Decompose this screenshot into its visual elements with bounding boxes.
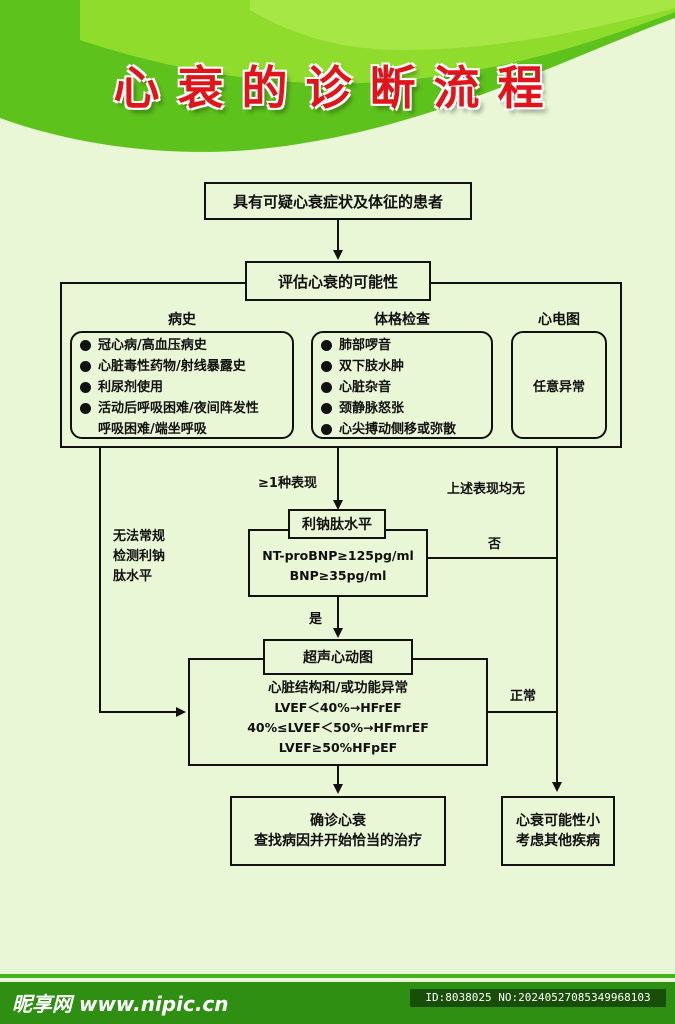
label-one-sign: ≥1种表现 [258, 476, 317, 491]
footer-band [0, 982, 675, 1024]
list-item: 利尿剂使用 [76, 377, 292, 398]
label-normal: 正常 [510, 689, 537, 704]
bullet-icon [80, 340, 91, 351]
footer-stripe [0, 974, 675, 978]
bnp-title: 利钠肽水平 [302, 517, 372, 533]
list-item: 肺部啰音 [317, 335, 491, 356]
echo-title-box: 超声心动图 [263, 639, 413, 675]
list-item: 双下肢水肿 [317, 356, 491, 377]
watermark-logo: 昵享网 www.nipic.cn [12, 992, 229, 1016]
list-item: 冠心病/高血压病史 [76, 335, 292, 356]
page-title: 心衰的诊断流程 [113, 61, 562, 115]
bullet-icon [80, 361, 91, 372]
history-heading: 病史 [168, 312, 196, 328]
bnp-line-2: BNP≥35pg/ml [289, 568, 387, 583]
unlikely-line-1: 心衰可能性小 [516, 813, 600, 829]
bnp-box: NT-proBNP≥125pg/ml BNP≥35pg/ml [248, 529, 428, 597]
history-list: 冠心病/高血压病史 心脏毒性药物/射线暴露史 利尿剂使用 活动后呼吸困难/夜间阵… [76, 335, 292, 419]
confirm-line-2: 查找病因并开始恰当的治疗 [254, 833, 422, 849]
echo-line-2: LVEF＜40%→HFrEF [274, 700, 402, 715]
label-all-none: 上述表现均无 [447, 482, 526, 497]
bnp-title-box: 利钠肽水平 [288, 509, 386, 539]
list-item: 颈静脉怒张 [317, 398, 491, 419]
echo-title: 超声心动图 [303, 650, 373, 666]
history-box: 冠心病/高血压病史 心脏毒性药物/射线暴露史 利尿剂使用 活动后呼吸困难/夜间阵… [70, 331, 294, 439]
ecg-heading: 心电图 [538, 312, 580, 328]
list-item: 心脏毒性药物/射线暴露史 [76, 356, 292, 377]
list-item: 心尖搏动侧移或弥散 [317, 419, 491, 440]
label-yes: 是 [309, 612, 323, 627]
assess-box: 评估心衰的可能性 [245, 261, 431, 301]
confirm-line-1: 确诊心衰 [310, 813, 366, 829]
assess-box-text: 评估心衰的可能性 [277, 272, 398, 291]
watermark-id: ID:8038025 NO:20240527085349968103 [410, 989, 666, 1007]
echo-line-4: LVEF≥50%HFpEF [278, 740, 398, 755]
ecg-text: 任意异常 [532, 379, 585, 395]
list-item: 活动后呼吸困难/夜间阵发性 [76, 398, 292, 419]
start-box-text: 具有可疑心衰症状及体征的患者 [232, 192, 443, 211]
bullet-icon [321, 382, 332, 393]
unlikely-line-2: 考虑其他疾病 [516, 833, 600, 849]
echo-line-3: 40%≤LVEF＜50%→HFmrEF [247, 720, 429, 735]
label-no-bnp: 无法常规 检测利钠 肽水平 [113, 529, 166, 584]
bullet-icon [80, 403, 91, 414]
echo-line-1: 心脏结构和/或功能异常 [268, 680, 408, 696]
label-no: 否 [488, 537, 502, 552]
bullet-icon [321, 424, 332, 435]
echo-box: 心脏结构和/或功能异常 LVEF＜40%→HFrEF 40%≤LVEF＜50%→… [188, 658, 488, 766]
ecg-box: 任意异常 [511, 331, 607, 439]
exam-heading: 体格检查 [374, 312, 430, 328]
exam-list: 肺部啰音 双下肢水肿 心脏杂音 颈静脉怒张 心尖搏动侧移或弥散 [317, 335, 491, 440]
bullet-icon [321, 403, 332, 414]
confirm-box: 确诊心衰 查找病因并开始恰当的治疗 [230, 796, 446, 866]
start-box: 具有可疑心衰症状及体征的患者 [204, 182, 472, 220]
arrow-no-bnp-to-echo [99, 447, 186, 717]
bullet-icon [321, 361, 332, 372]
list-item: 心脏杂音 [317, 377, 491, 398]
bullet-icon [80, 382, 91, 393]
bullet-icon [321, 340, 332, 351]
exam-box: 肺部啰音 双下肢水肿 心脏杂音 颈静脉怒张 心尖搏动侧移或弥散 [311, 331, 493, 439]
unlikely-box: 心衰可能性小 考虑其他疾病 [501, 796, 615, 866]
history-continuation: 呼吸困难/端坐呼吸 [98, 422, 207, 437]
bnp-line-1: NT-proBNP≥125pg/ml [262, 548, 414, 563]
